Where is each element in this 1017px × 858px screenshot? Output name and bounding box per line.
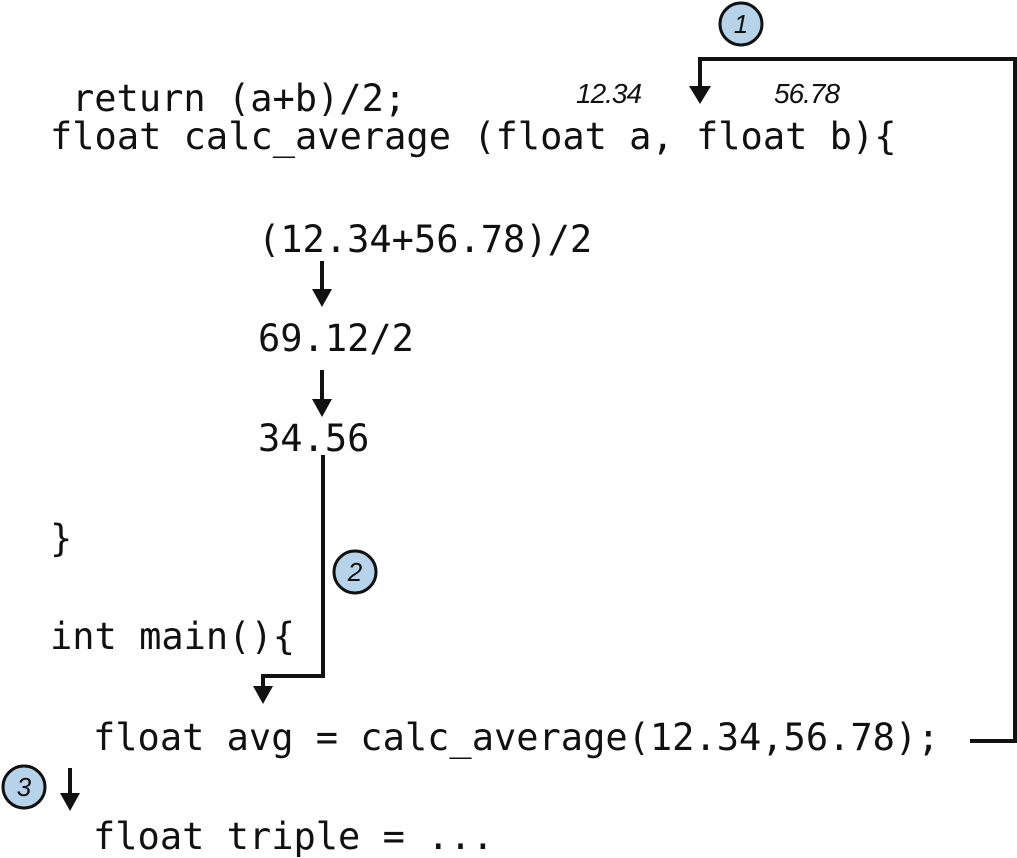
- badge-2: 2: [332, 549, 378, 595]
- next-statement-line: float triple = ...: [93, 815, 494, 858]
- return-statement: return (a+b)/2;: [72, 77, 407, 120]
- call-arrowhead: [689, 86, 711, 104]
- function-call-line: float avg = calc_average(12.34,56.78);: [93, 716, 940, 759]
- badge-1: 1: [718, 1, 764, 47]
- evaluation-step-1: (12.34+56.78)/2: [258, 218, 593, 261]
- closing-brace: }: [50, 517, 73, 560]
- badge-3: 3: [1, 764, 47, 810]
- step-arrow-1: [312, 261, 332, 307]
- evaluation-step-2: 69.12/2: [258, 317, 414, 360]
- evaluation-step-3: 34.56: [258, 417, 370, 460]
- argument-b-value: 56.78: [774, 78, 840, 109]
- argument-a-value: 12.34: [576, 78, 642, 109]
- function-signature: float calc_average (float a, float b){: [50, 115, 897, 158]
- return-value-path: [261, 455, 325, 690]
- badge-2-label: 2: [347, 557, 363, 587]
- main-function-line: int main(){: [50, 615, 296, 658]
- next-statement-arrow: [60, 768, 80, 811]
- badge-3-label: 3: [17, 772, 32, 802]
- badge-1-label: 1: [734, 9, 748, 39]
- step-arrow-2: [312, 370, 332, 417]
- return-arrowhead: [253, 686, 273, 704]
- call-to-function-path: [698, 57, 1017, 743]
